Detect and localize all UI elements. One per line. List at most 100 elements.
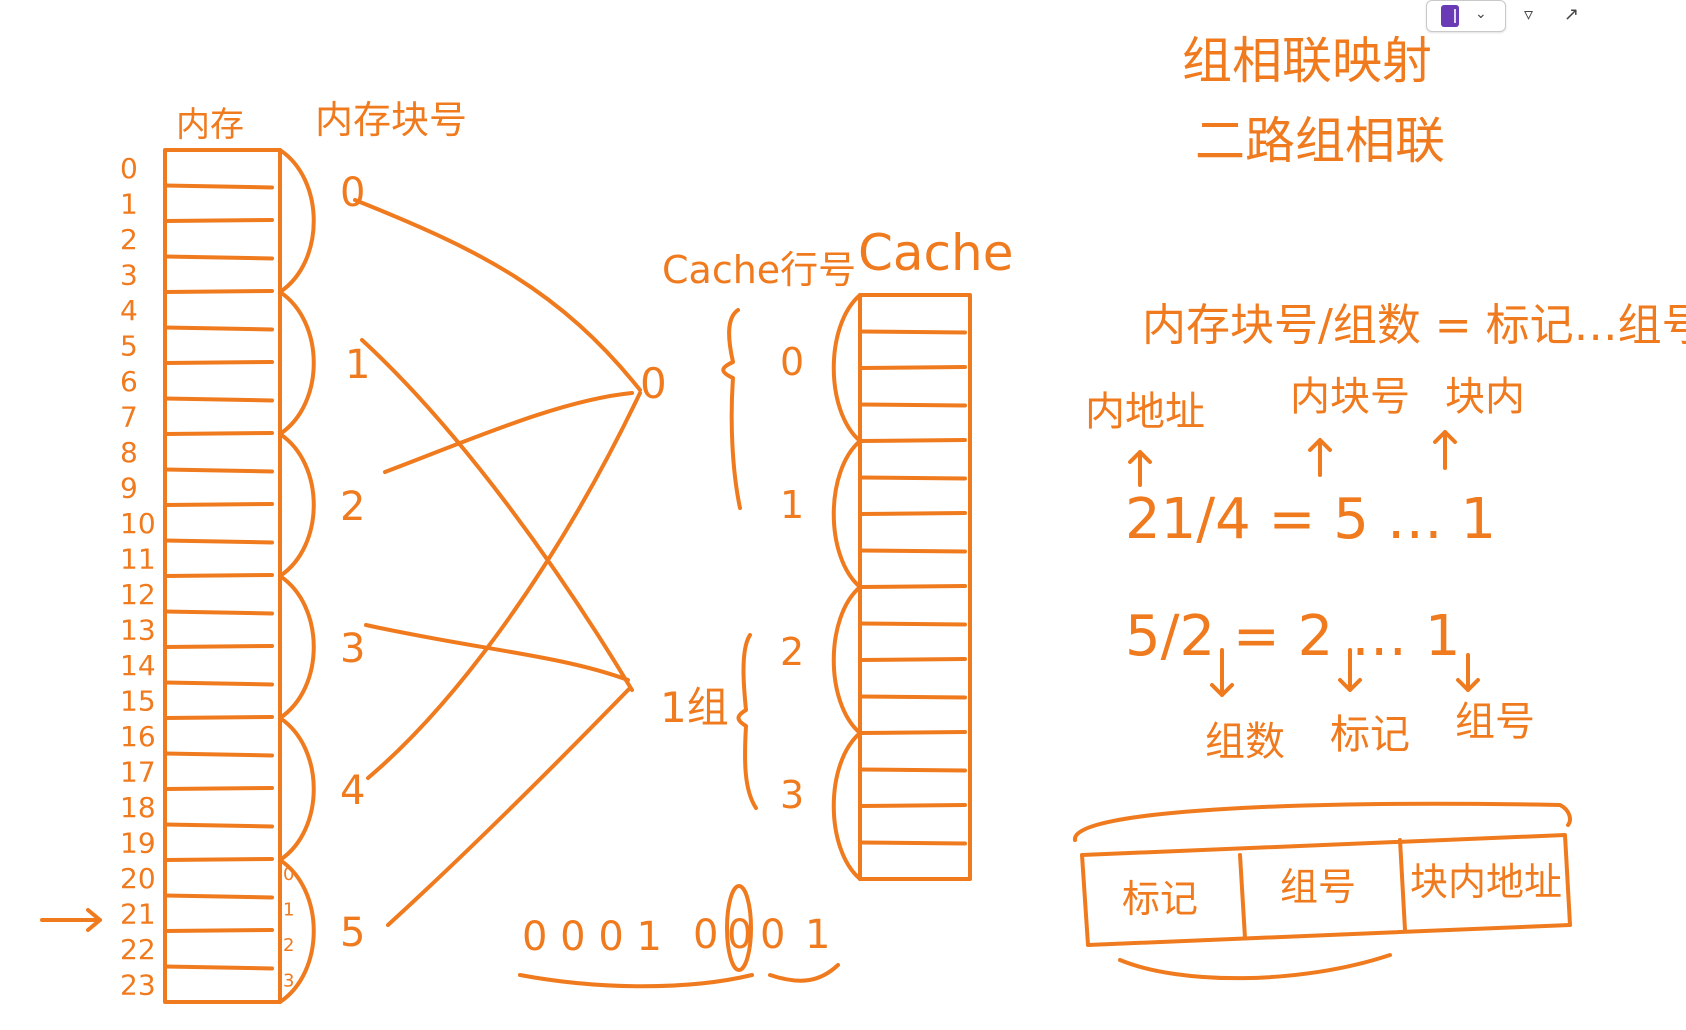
cache-cell-divider	[858, 803, 967, 808]
memory-block-brace	[278, 432, 316, 578]
cache-cell-divider	[858, 548, 967, 554]
memory-cell-divider	[163, 502, 274, 507]
memory-address-label: 22	[120, 933, 156, 966]
binary-low-bit-1: 0	[693, 912, 718, 958]
memory-cell-divider	[163, 538, 274, 545]
address-format-box	[1080, 833, 1572, 947]
memory-cell-divider	[163, 644, 274, 649]
memory-cell-divider	[163, 325, 274, 332]
cache-cell-divider	[858, 657, 967, 662]
memory-address-label: 0	[120, 152, 138, 185]
memory-address-label: 5	[120, 330, 138, 363]
formula-label-3: 块内	[1445, 374, 1525, 420]
memory-cell-divider	[163, 431, 274, 436]
address-21-arrow	[40, 908, 102, 932]
up-arrow-2	[1308, 438, 1332, 477]
address-format-offset: 块内地址	[1410, 860, 1562, 904]
memory-block-brace	[278, 858, 316, 1004]
up-arrow-1	[1128, 450, 1152, 487]
notebook-selector[interactable]: ⌄	[1426, 0, 1506, 32]
cache-line-brace	[831, 439, 862, 589]
cache-line-header: Cache行号	[662, 248, 856, 292]
cache-line-brace	[831, 731, 862, 881]
cache-line-label: 2	[780, 630, 804, 674]
last-block-offset-label: 2	[283, 935, 294, 956]
memory-column	[163, 148, 282, 1004]
memory-block-label: 2	[340, 484, 365, 530]
cache-cell-divider	[858, 621, 967, 627]
cache-cell-divider	[858, 438, 967, 443]
memory-address-label: 9	[120, 472, 138, 505]
memory-address-label: 3	[120, 259, 138, 292]
cache-line-label: 3	[780, 773, 804, 817]
mapping-line-block3	[364, 623, 630, 682]
binary-group-bit-circle	[725, 884, 753, 972]
memory-block-brace	[278, 290, 316, 436]
top-toolbar: ⌄ ▿ ↗	[1396, 0, 1686, 34]
memory-address-label: 23	[120, 969, 156, 1002]
memory-cell-divider	[163, 786, 274, 791]
memory-block-label: 5	[340, 910, 365, 956]
memory-cell-divider	[163, 289, 274, 294]
memory-address-label: 2	[120, 223, 138, 256]
memory-address-label: 15	[120, 685, 156, 718]
last-block-offset-label: 1	[283, 900, 294, 921]
formula-division-2: 5/2 = 2 … 1	[1125, 604, 1461, 669]
memory-cell-divider	[163, 360, 274, 365]
memory-cell-divider	[163, 254, 274, 261]
cache-header: Cache	[858, 224, 1014, 282]
formula-main: 内存块号/组数 = 标记…组号	[1142, 300, 1686, 351]
binary-high-underline	[518, 973, 754, 989]
formula-result-3: 组号	[1455, 699, 1535, 745]
title-line2: 二路组相联	[1195, 112, 1445, 170]
title-line1: 组相联映射	[1182, 32, 1432, 90]
binary-high-bits: 0 0 0 1	[522, 914, 662, 960]
memory-address-label: 21	[120, 898, 156, 931]
group0-brace	[721, 308, 742, 510]
memory-cell-divider	[163, 822, 274, 829]
binary-low-underline	[768, 963, 840, 983]
address-format-group: 组号	[1280, 865, 1356, 909]
memory-cell-divider	[163, 893, 274, 900]
address-format-divider-1	[1238, 853, 1247, 940]
memory-cell-divider	[163, 857, 274, 862]
binary-low-bit-4: 1	[805, 912, 830, 958]
memory-cell-divider	[163, 467, 274, 474]
formula-label-1: 内地址	[1085, 389, 1205, 435]
highlighter-icon[interactable]: ▿	[1524, 4, 1534, 25]
cache-cell-divider	[858, 584, 967, 589]
formula-label-2: 内块号	[1290, 374, 1410, 420]
formula-division-1: 21/4 = 5 … 1	[1125, 487, 1496, 552]
memory-block-label: 1	[345, 342, 370, 388]
cache-column	[858, 293, 972, 881]
last-block-offset-label: 0	[283, 864, 294, 885]
cache-line-label: 0	[780, 340, 804, 384]
memory-cell-divider	[163, 609, 274, 616]
down-arrow-2	[1338, 648, 1362, 692]
mapping-line-block4	[366, 391, 642, 780]
memory-address-label: 1	[120, 188, 138, 221]
cache-line-braces	[831, 293, 862, 881]
binary-low-bit-3: 0	[760, 912, 785, 958]
memory-block-header: 内存块号	[315, 98, 467, 142]
memory-cell-divider	[163, 396, 274, 403]
memory-cell-divider	[163, 751, 274, 758]
cache-line-brace	[831, 293, 862, 443]
cache-cell-divider	[858, 511, 967, 516]
memory-block-brace	[278, 148, 316, 294]
formula-result-2: 标记	[1330, 712, 1410, 758]
down-arrow-1	[1210, 648, 1234, 697]
memory-block-label: 4	[340, 768, 365, 814]
cache-group-label-0: 0	[640, 359, 667, 408]
cache-cell-divider	[858, 329, 967, 335]
expand-icon[interactable]: ↗	[1564, 4, 1580, 25]
memory-address-label: 13	[120, 614, 156, 647]
cache-cell-divider	[858, 402, 967, 408]
cache-cell-divider	[858, 365, 967, 370]
mapping-line-block2	[383, 391, 634, 474]
memory-cell-divider	[163, 964, 274, 971]
